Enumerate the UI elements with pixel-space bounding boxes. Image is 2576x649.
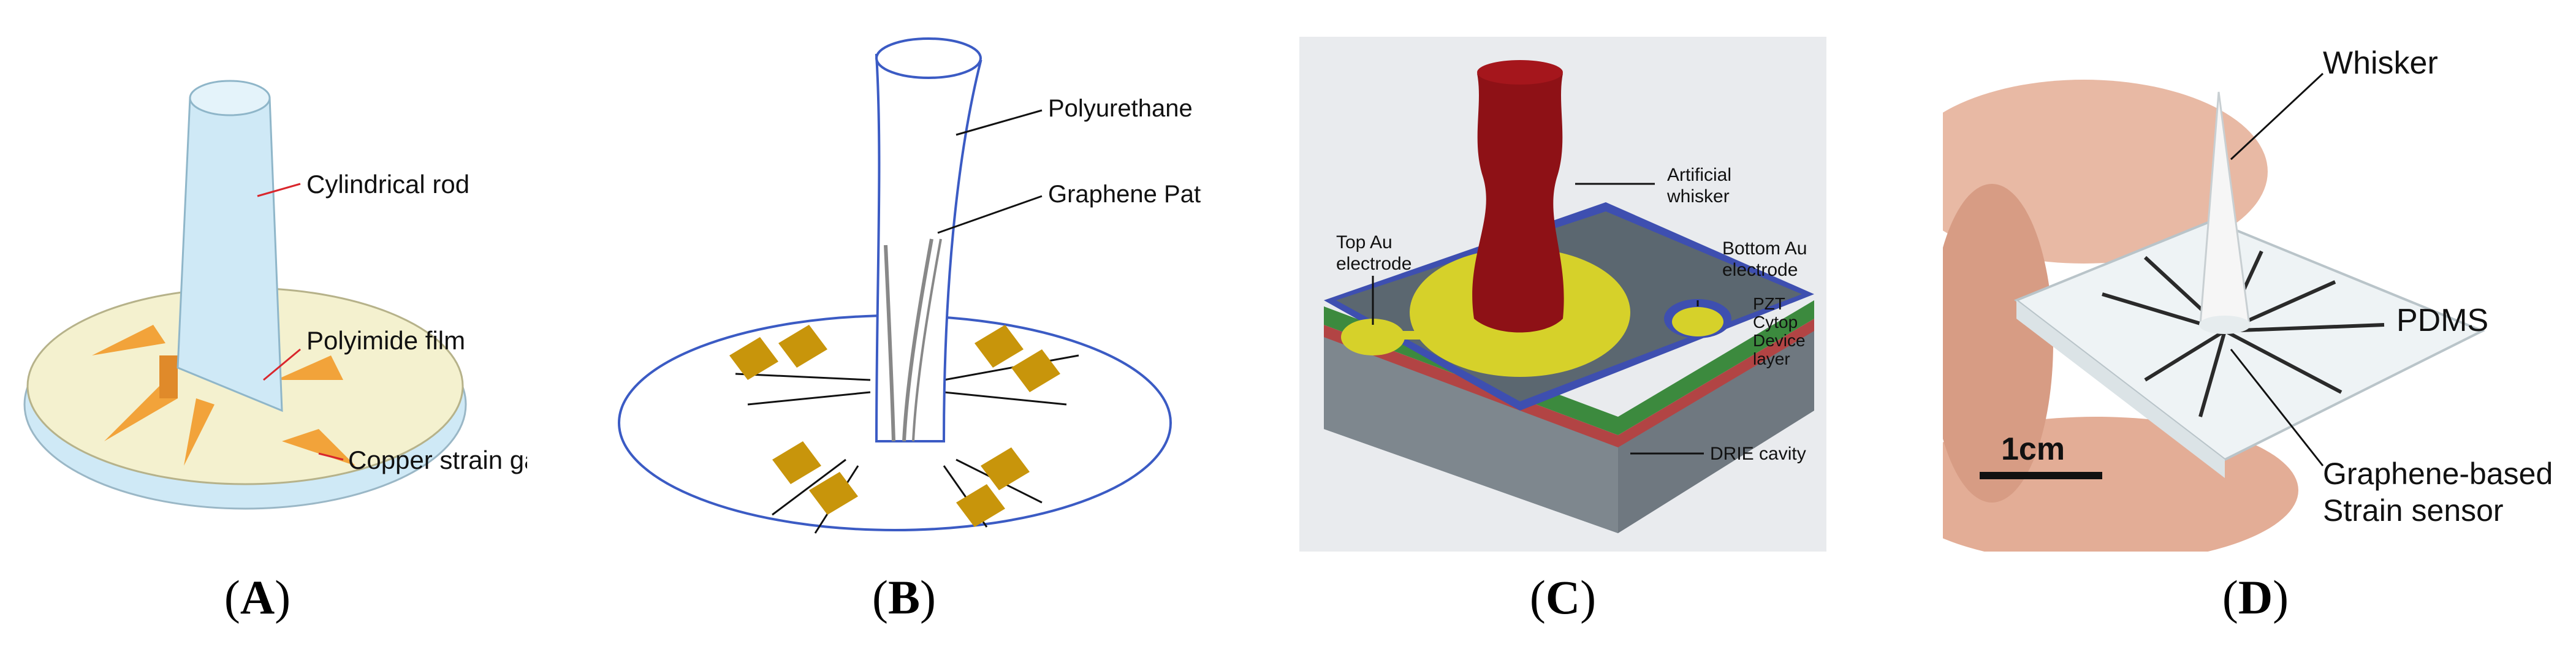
panel-d-photo: Whisker PDMS Graphene-based Strain senso… [1943,37,2574,552]
label-pzt: PZT [1753,294,1785,313]
panel-a-illustration: Cylindrical rod Polyimide film Copper st… [12,37,527,552]
label-pdms: PDMS [2396,303,2488,338]
label-whisker-2: whisker [1666,186,1730,207]
pointer-whisker [2231,74,2323,159]
panel-c-illustration: Artificial whisker Top Au electrode Bott… [1299,37,1826,552]
label-polyurethane-body: Polyurethane Body [1048,95,1201,122]
label-sensor-2: Strain sensor [2323,493,2504,528]
top-au-trace [1397,331,1434,340]
whisker-top [1477,60,1563,85]
bottom-au-electrode [1672,307,1723,336]
body-top [876,39,981,78]
label-bottom-au-2: electrode [1722,260,1798,280]
caption-a: (A) [165,570,349,625]
panel-b: Polyurethane Body Graphene Patterns [613,37,1201,552]
label-top-au-2: electrode [1336,254,1411,274]
panel-a: Cylindrical rod Polyimide film Copper st… [12,37,527,552]
caption-d: (D) [2164,570,2347,625]
label-graphene-patterns: Graphene Patterns [1048,181,1201,208]
label-sensor-1: Graphene-based [2323,457,2553,491]
label-device-1: Device [1753,331,1806,350]
label-polyimide-film: Polyimide film [306,326,465,355]
label-device-2: layer [1753,349,1790,368]
label-bottom-au-1: Bottom Au [1722,238,1807,259]
caption-b: (B) [812,570,996,625]
label-top-au-1: Top Au [1336,232,1392,252]
label-drie-cavity: DRIE cavity [1710,444,1806,464]
rod-top [190,81,270,115]
artificial-whisker [1472,74,1563,333]
label-cytop: Cytop [1753,313,1798,332]
panel-c: Artificial whisker Top Au electrode Bott… [1299,37,1826,552]
gauge-grid [159,355,178,398]
panel-b-illustration: Polyurethane Body Graphene Patterns [613,37,1201,552]
scale-bar [1980,472,2102,479]
label-whisker: Whisker [2323,45,2438,81]
label-whisker-1: Artificial [1667,165,1731,185]
label-scale: 1cm [2001,431,2065,467]
whisker-base [2199,316,2251,334]
label-cylindrical-rod: Cylindrical rod [306,170,469,199]
label-copper-strain-gauge: Copper strain gauge [348,446,527,474]
caption-c: (C) [1471,570,1655,625]
panel-d: Whisker PDMS Graphene-based Strain senso… [1943,37,2574,552]
cylindrical-rod [178,98,282,411]
